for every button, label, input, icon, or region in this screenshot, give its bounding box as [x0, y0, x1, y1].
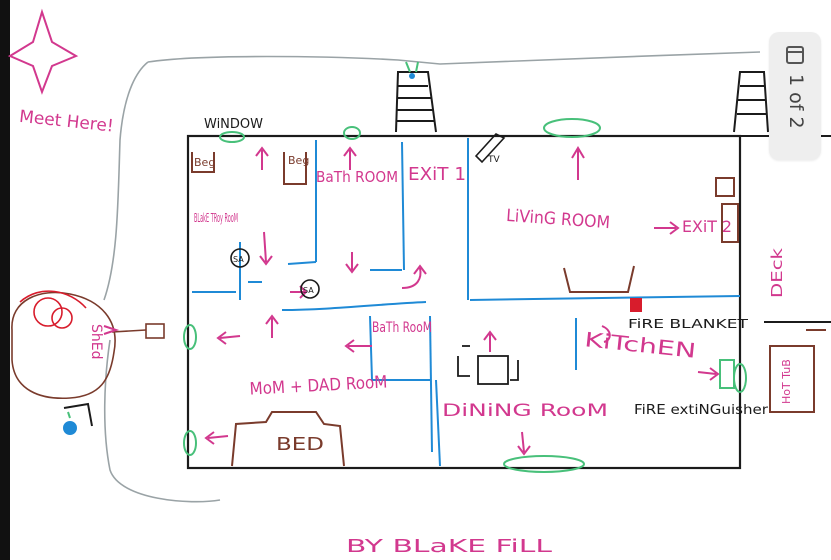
document-page-icon [786, 46, 804, 64]
signature-label: BY BLaKE FiLL [346, 536, 552, 557]
bed-bottom-label: BED [276, 434, 324, 455]
mom-dad-room-label: MoM + DAD RooM [249, 372, 388, 399]
blakes-room-label: BLakE TRoy RooM [194, 211, 238, 225]
fire-blanket-label: FiRE BLANKET [628, 317, 749, 331]
bathroom-middle-label: BaTh RooM [372, 320, 432, 336]
page-indicator[interactable]: 1 of 2 [769, 32, 821, 160]
fire-extinguisher-label: FiRE extiNGuisher [634, 403, 769, 418]
tv-icon [474, 133, 506, 164]
kitchen-label: KiTchEN [583, 327, 697, 363]
bed-left-label: Beg [194, 156, 215, 169]
meeting-point-star-icon [7, 8, 79, 95]
interior-walls [192, 138, 741, 467]
side-stairs [733, 71, 769, 133]
tv-label: TV [487, 155, 500, 165]
bathroom-top-label: BaTh ROOM [316, 168, 398, 186]
exit-2-label: EXiT 2 [682, 217, 732, 236]
window-label: WiNDOW [204, 117, 263, 132]
front-stairs [395, 61, 437, 133]
dining-table [457, 345, 519, 385]
dining-room-label: DiNiNG RooM [442, 401, 608, 421]
living-room-label: LiVinG ROOM [505, 206, 610, 233]
shed [11, 290, 165, 400]
bed-right-label: Beg [288, 154, 309, 167]
shed-label: ShEd [88, 324, 104, 360]
hot-tub-label: HoT TuB [780, 359, 793, 404]
smoke-alarm-label-2: SA [303, 286, 314, 295]
meet-here-label: Meet Here! [18, 107, 114, 137]
house-outline [186, 134, 742, 470]
hot-tub [769, 329, 826, 413]
smoke-alarm-icon [230, 248, 320, 299]
deck-label: DEck [768, 248, 786, 298]
furniture [191, 152, 739, 467]
smoke-alarm-label-1: SA [233, 255, 244, 264]
windows [183, 118, 747, 473]
page-indicator-label: 1 of 2 [785, 74, 807, 129]
fire-blanket-icon [630, 298, 642, 312]
escape-arrows [103, 146, 720, 456]
exit-1-label: EXiT 1 [408, 164, 466, 185]
yard-toys [63, 402, 93, 435]
viewer-left-edge [0, 0, 10, 560]
